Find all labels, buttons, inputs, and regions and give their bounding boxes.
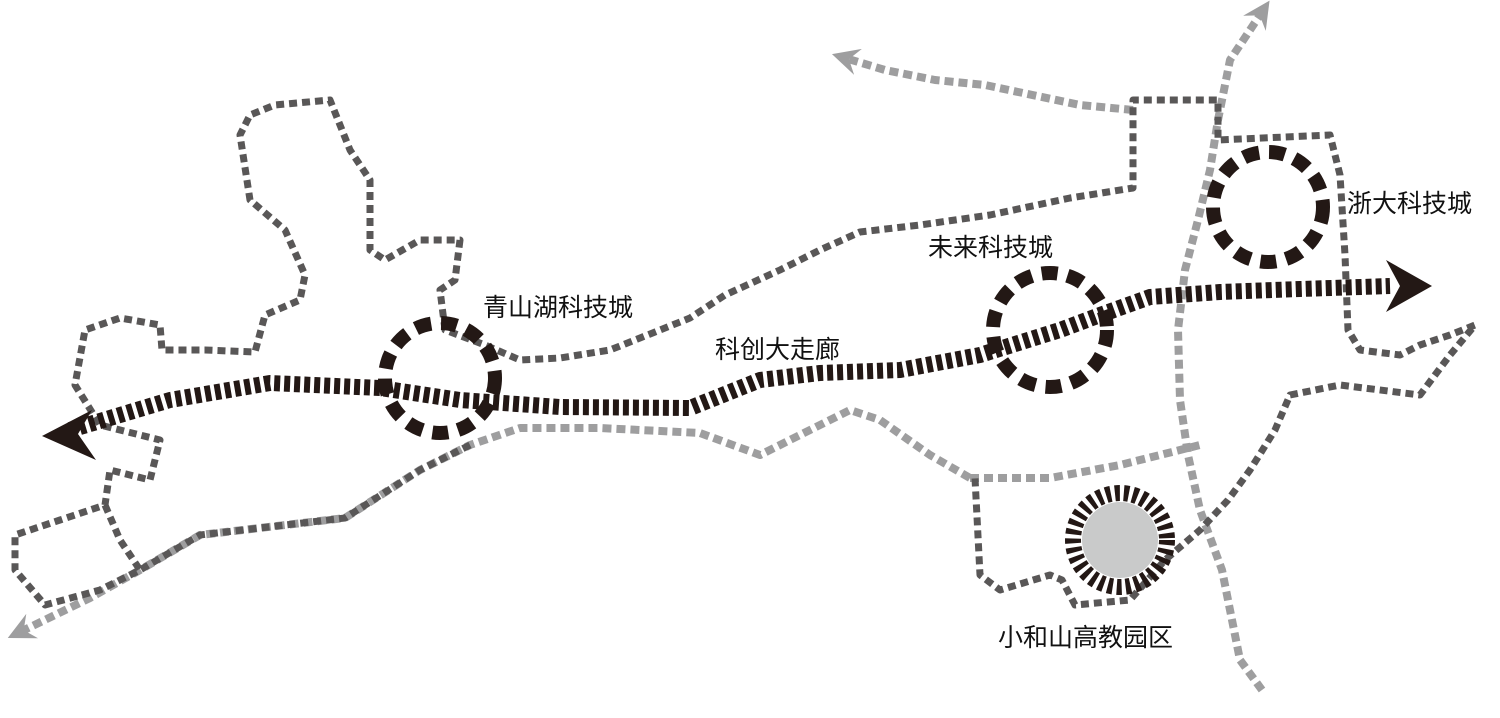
district-boundaries	[11, 96, 1479, 609]
label-zheda: 浙大科技城	[1347, 189, 1472, 218]
label-qingshanhu: 青山湖科技城	[483, 293, 633, 322]
corridor-west-arrowhead	[42, 410, 96, 460]
hub-weilai	[986, 266, 1114, 394]
western-boundary	[11, 96, 1479, 609]
road-north-south-arrow	[1174, 0, 1270, 693]
corridor-line	[67, 278, 1391, 438]
hub-xiaoheshan	[1065, 485, 1175, 595]
hub-zheda	[1206, 145, 1330, 269]
map-labels: 青山湖科技城 科创大走廊 未来科技城 浙大科技城 小和山高教园区	[483, 189, 1472, 652]
hubs	[378, 145, 1330, 595]
road-northwest-arrow	[831, 48, 1134, 114]
label-corridor: 科创大走廊	[715, 335, 840, 364]
label-weilai: 未来科技城	[928, 233, 1053, 262]
hub-qingshanhu	[378, 316, 502, 440]
hub-xiaoheshan-fill	[1082, 502, 1158, 578]
science-innovation-corridor	[42, 260, 1432, 460]
inner-boundary-west	[101, 503, 143, 572]
road-network	[7, 0, 1270, 693]
corridor-east-arrowhead	[1386, 260, 1432, 312]
label-xiaoheshan: 小和山高教园区	[998, 623, 1173, 652]
road-southwest-arrow	[7, 406, 972, 639]
road-connector-east	[970, 441, 1201, 482]
